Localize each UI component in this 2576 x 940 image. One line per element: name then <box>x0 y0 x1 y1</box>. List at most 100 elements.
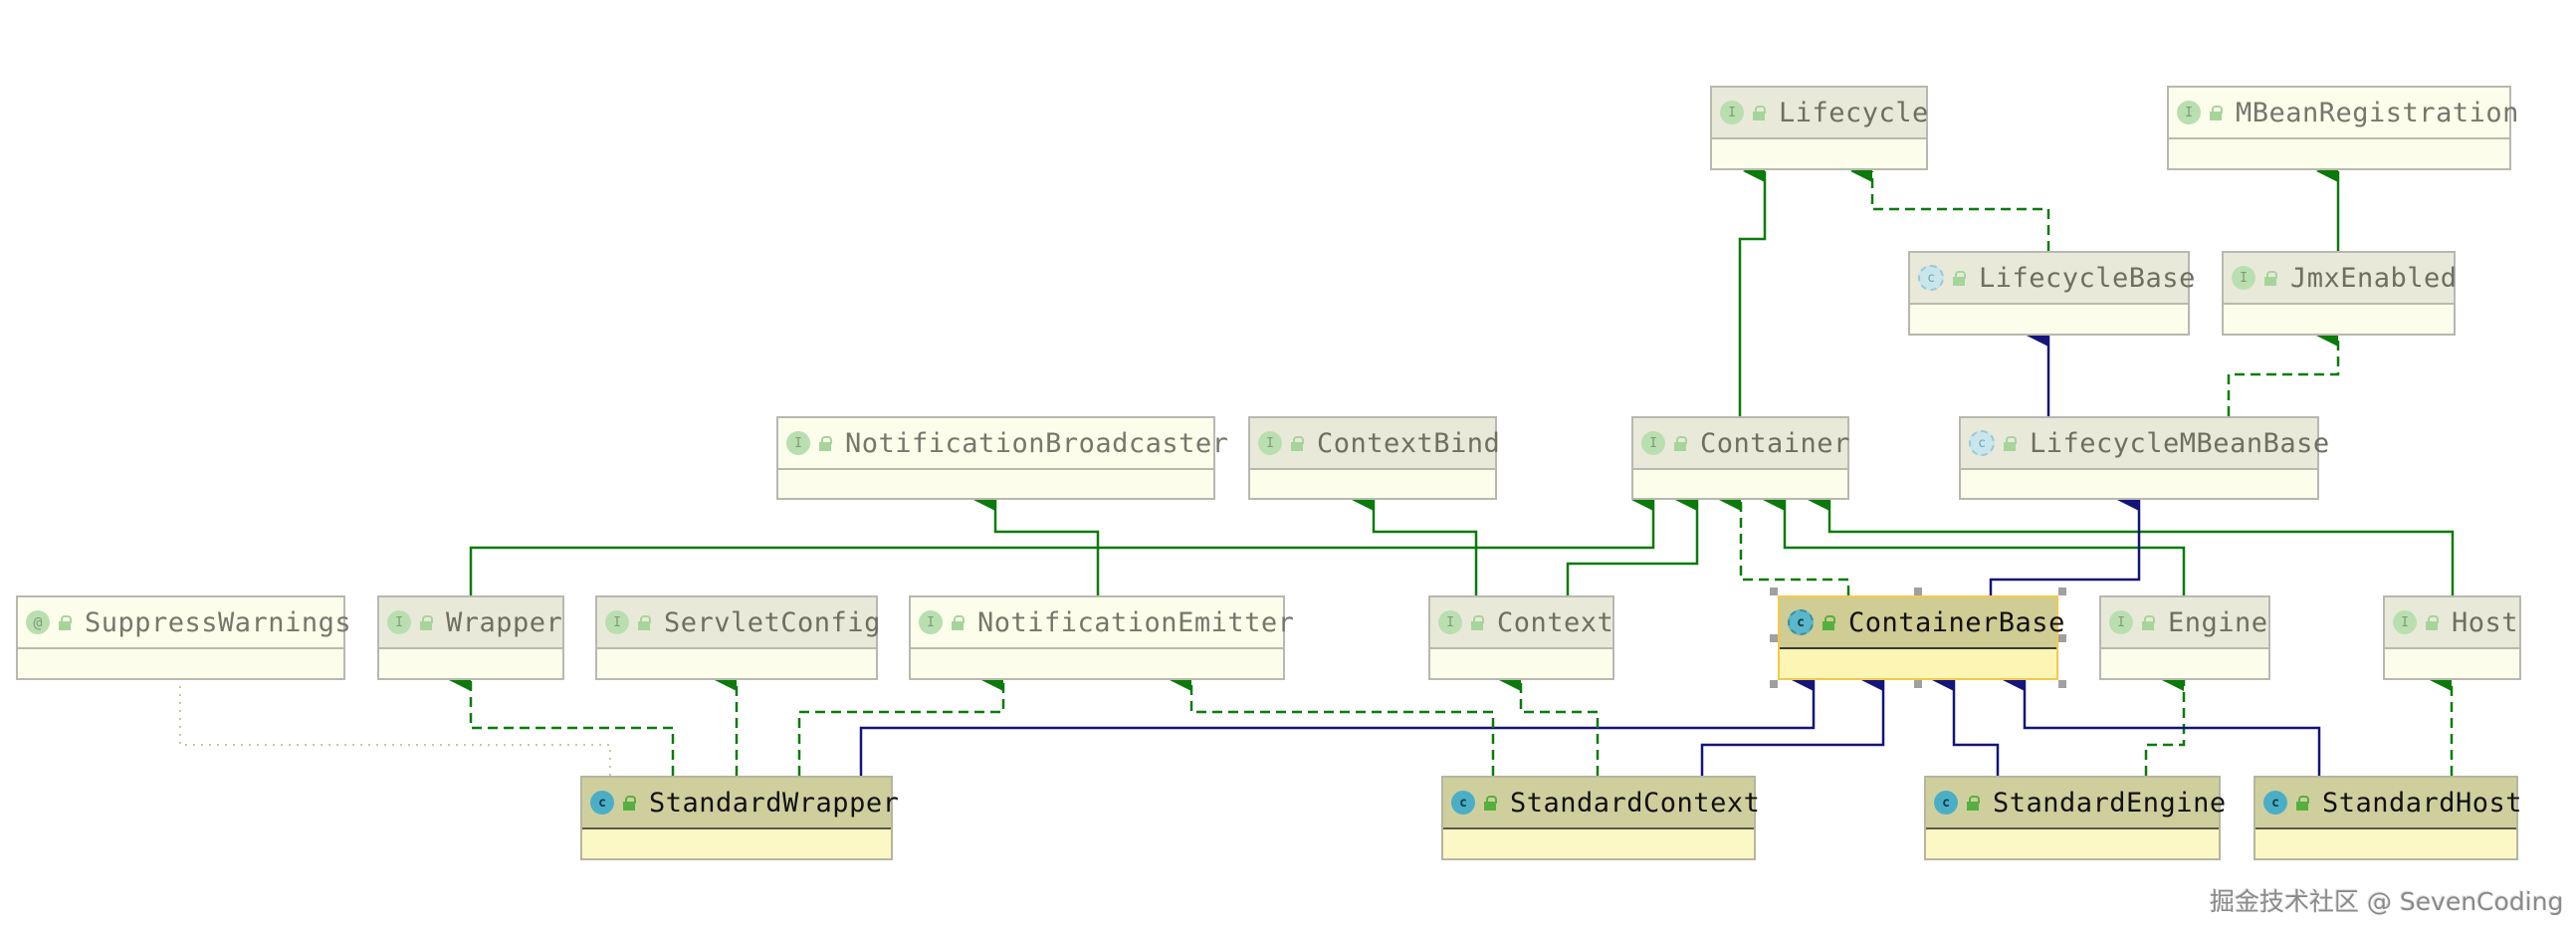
annotation-icon: @ <box>26 610 50 634</box>
public-visibility-icon <box>2264 271 2277 286</box>
class-node-body <box>911 649 1283 678</box>
class-node-body <box>1443 829 1754 858</box>
selection-resize-handle[interactable] <box>2058 633 2066 642</box>
public-visibility-icon <box>2210 106 2223 120</box>
class-node-body <box>2101 649 2268 678</box>
edge-class-extends-standardhost-to-containerbase <box>2003 669 2321 776</box>
class-node-label: JmxEnabled <box>2290 262 2458 294</box>
class-node-engine[interactable]: I Engine <box>2099 595 2270 680</box>
interface-icon: I <box>387 610 411 634</box>
class-node-header: I Engine <box>2101 597 2268 649</box>
class-node-label: StandardHost <box>2322 787 2523 819</box>
class-node-label: ContainerBase <box>1848 606 2065 638</box>
class-node-suppress-warnings[interactable]: @ SuppressWarnings <box>16 595 351 680</box>
interface-icon: I <box>1438 610 1462 634</box>
edge-implements-lifecyclebase-to-lifecycle <box>1850 160 2050 251</box>
class-node-label: LifecycleBase <box>1979 262 2196 294</box>
class-node-label: StandardWrapper <box>649 787 900 819</box>
class-node-body <box>2255 829 2516 858</box>
public-visibility-icon <box>2296 796 2309 811</box>
watermark: 掘金技术社区 @ SevenCoding <box>2210 887 2564 916</box>
edge-implements-containerbase-to-container <box>1719 489 1850 595</box>
class-node-label: SuppressWarnings <box>85 606 352 638</box>
edges-layer <box>179 160 2455 776</box>
public-visibility-icon <box>2142 615 2155 630</box>
public-visibility-icon <box>1471 615 1484 630</box>
class-node-label: MBeanRegistration <box>2236 97 2519 128</box>
interface-icon: I <box>1258 431 1282 455</box>
selection-resize-handle[interactable] <box>1914 680 1922 688</box>
edge-implements-standardengine-to-engine <box>2144 669 2186 776</box>
class-node-host[interactable]: I Host <box>2383 595 2521 680</box>
public-visibility-icon <box>1674 436 1687 451</box>
class-node-label: Host <box>2452 606 2519 638</box>
public-visibility-icon <box>1823 615 1835 630</box>
selection-resize-handle[interactable] <box>1770 588 1778 595</box>
class-node-header: I ServletConfig <box>597 597 880 649</box>
class-icon: c <box>1451 791 1475 815</box>
public-visibility-icon <box>1953 271 1966 286</box>
interface-icon: I <box>2109 610 2133 634</box>
class-node-body <box>1926 829 2219 858</box>
public-visibility-icon <box>638 615 651 630</box>
selection-resize-handle[interactable] <box>2058 680 2066 688</box>
edge-interface-extends-context-to-container <box>1566 489 1699 595</box>
selection-resize-handle[interactable] <box>1770 633 1778 642</box>
class-node-body <box>582 829 891 858</box>
edge-class-extends-containerbase-to-lifecyclembeanbase <box>1989 489 2141 595</box>
interface-icon: I <box>605 610 629 634</box>
public-visibility-icon <box>2426 615 2439 630</box>
public-visibility-icon <box>2004 436 2017 451</box>
class-node-label: Engine <box>2168 606 2268 638</box>
class-node-header: I Host <box>2385 597 2519 649</box>
abstract-class-icon: c <box>1969 430 1995 456</box>
class-node-body <box>2224 305 2454 334</box>
selection-resize-handle[interactable] <box>1914 588 1922 595</box>
class-node-servlet-config[interactable]: I ServletConfig <box>595 595 880 680</box>
public-visibility-icon <box>952 615 965 630</box>
class-node-m-bean-registration[interactable]: I MBeanRegistration <box>2167 86 2518 170</box>
selection-resize-handle[interactable] <box>2058 588 2066 595</box>
class-node-body <box>1910 305 2188 334</box>
interface-icon: I <box>2177 101 2201 124</box>
public-visibility-icon <box>420 615 433 630</box>
edge-implements-standardcontext-to-notificationemitter <box>1170 669 1495 776</box>
edge-implements-standardcontext-to-context <box>1499 669 1600 776</box>
interface-icon: I <box>2393 610 2417 634</box>
selection-resize-handle[interactable] <box>1770 680 1778 688</box>
class-node-header: I MBeanRegistration <box>2169 88 2518 139</box>
class-node-body <box>2385 649 2519 678</box>
edge-interface-extends-notificationemitter-to-notificationbroadcaster <box>973 489 1100 595</box>
class-node-body <box>1250 470 1495 498</box>
class-node-label: ServletConfig <box>664 606 881 638</box>
interface-icon: I <box>1641 431 1665 455</box>
edge-interface-extends-context-to-contextbind <box>1352 489 1478 595</box>
interface-icon: I <box>919 610 943 634</box>
class-node-body <box>1961 470 2317 498</box>
class-node-label: NotificationBroadcaster <box>845 427 1229 459</box>
edge-interface-extends-wrapper-to-container <box>469 489 1655 595</box>
